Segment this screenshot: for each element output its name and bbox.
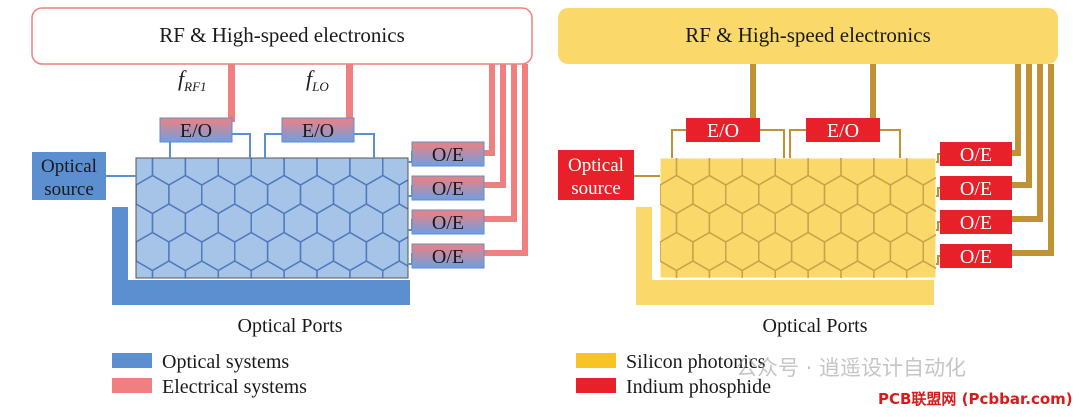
left-oe-box-4 — [411, 243, 485, 269]
left-header-text: RF & High-speed electronics — [159, 23, 405, 47]
right-oe-box-2 — [940, 176, 1012, 200]
left-eo-label-2: E/O — [302, 120, 334, 142]
right-oe-box-1 — [940, 142, 1012, 166]
legend-swatch-indium-phosphide — [576, 378, 616, 393]
right-oe-label-4: O/E — [960, 246, 992, 268]
hex-cell — [890, 119, 923, 157]
left-oe-box-1 — [411, 141, 485, 167]
hex-cell — [366, 119, 399, 157]
right-oe-label-1: O/E — [960, 144, 992, 166]
legend-label-indium-phosphide: Indium phosphide — [626, 376, 771, 398]
left-hex-grid — [103, 119, 465, 328]
legend-swatch-electrical-systems — [112, 378, 152, 393]
hex-cell — [398, 236, 408, 267]
right-chip — [659, 157, 937, 279]
left-eo-box-2 — [281, 117, 355, 143]
left-optical-port-region — [112, 207, 410, 305]
right-optical-source-line-1: Optical — [568, 155, 624, 176]
legend-label-electrical-systems: Electrical systems — [162, 376, 307, 398]
hex-cell — [432, 290, 465, 328]
legend-label-silicon-photonics: Silicon photonics — [626, 351, 766, 373]
left-optical-source-box — [32, 152, 106, 200]
right-oe-box-3 — [940, 210, 1012, 234]
right-optical-port-region — [636, 207, 934, 305]
right-optical-source-box — [558, 150, 634, 200]
legend-label-optical-systems: Optical systems — [162, 351, 289, 373]
right-panel: RF & High-speed electronics — [558, 8, 1058, 398]
right-hex-grid — [660, 119, 989, 328]
left-oe-label-1: O/E — [432, 144, 464, 166]
left-electrical-lines — [228, 64, 528, 256]
left-eo-box-1 — [159, 117, 233, 143]
watermark-wechat: 公众号 · 逍遥设计自动化 — [736, 356, 967, 380]
hex-cell — [103, 119, 136, 157]
right-oe-label-3: O/E — [960, 212, 992, 234]
hex-cell — [382, 260, 408, 278]
left-oe-label-2: O/E — [432, 178, 464, 200]
left-panel: RF & High-speed electronics fRF1 fLO — [31, 7, 533, 398]
right-header-text: RF & High-speed electronics — [685, 23, 931, 47]
left-eo-label-1: E/O — [180, 120, 212, 142]
right-eo-label-1: E/O — [707, 120, 739, 142]
hex-cell — [956, 290, 989, 328]
freq-lo-label: fLO — [306, 66, 329, 94]
left-oe-label-4: O/E — [432, 246, 464, 268]
right-eo-box-1 — [686, 118, 760, 142]
legend-swatch-optical-systems — [112, 353, 152, 368]
right-optical-ports-label: Optical Ports — [763, 315, 868, 337]
legend-swatch-silicon-photonics — [576, 353, 616, 368]
left-oe-box-3 — [411, 209, 485, 235]
right-waveguides — [632, 129, 940, 265]
right-header-box — [558, 8, 1058, 64]
right-electrical-lines — [750, 64, 1054, 256]
left-optical-ports-label: Optical Ports — [238, 315, 343, 337]
left-header-box — [31, 7, 533, 65]
right-eo-box-2 — [806, 118, 880, 142]
hex-cell — [398, 179, 408, 210]
right-optical-source-line-2: source — [571, 178, 621, 199]
right-eo-label-2: E/O — [827, 120, 859, 142]
left-oe-label-3: O/E — [432, 212, 464, 234]
right-oe-label-2: O/E — [960, 178, 992, 200]
hex-cell — [235, 119, 268, 157]
left-oe-box-2 — [411, 175, 485, 201]
freq-rf-label: fRF1 — [178, 66, 207, 94]
watermark-pcbbar: PCB联盟网 (Pcbbar.com) — [878, 390, 1073, 408]
left-chip — [135, 157, 409, 279]
left-optical-source-line-1: Optical — [41, 156, 97, 177]
hex-cell — [759, 119, 792, 157]
hex-cell — [906, 260, 936, 278]
hex-cell — [922, 176, 936, 213]
left-optical-source-line-2: source — [44, 179, 94, 200]
hex-cell — [922, 233, 936, 270]
right-oe-box-4 — [940, 244, 1012, 268]
